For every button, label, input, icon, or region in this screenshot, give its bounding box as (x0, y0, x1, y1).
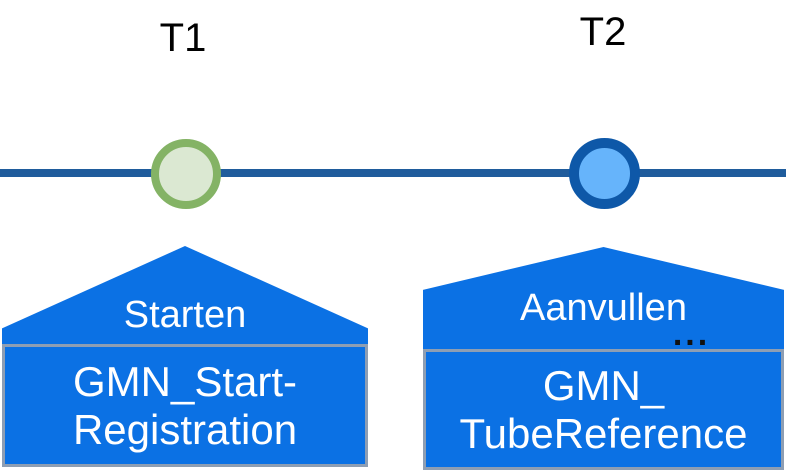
callout-starten-box: GMN_Start- Registration (2, 344, 368, 467)
callout-aanvullen: Aanvullen ... GMN_ TubeReference (423, 247, 784, 470)
timeline-marker-t1 (151, 139, 221, 209)
timeline-marker-t2 (569, 138, 640, 209)
callout-starten-arrow: Starten (2, 246, 368, 344)
callout-aanvullen-title: Aanvullen (520, 287, 687, 330)
timeline-label-t2: T2 (579, 10, 627, 54)
callout-starten-box-line2: Registration (72, 405, 298, 453)
callout-aanvullen-box: GMN_ TubeReference (423, 349, 784, 470)
callout-aanvullen-arrow: Aanvullen ... (423, 247, 784, 349)
timeline-line (0, 169, 786, 177)
callout-starten-box-line1: GMN_Start- (72, 357, 298, 405)
callout-starten: Starten GMN_Start- Registration (2, 246, 368, 467)
callout-aanvullen-box-line2: TubeReference (459, 409, 748, 457)
callout-starten-title: Starten (123, 294, 247, 337)
timeline-label-t1: T1 (159, 16, 207, 60)
ellipsis-text: ... (672, 315, 711, 353)
callout-aanvullen-box-line1: GMN_ (542, 361, 665, 409)
